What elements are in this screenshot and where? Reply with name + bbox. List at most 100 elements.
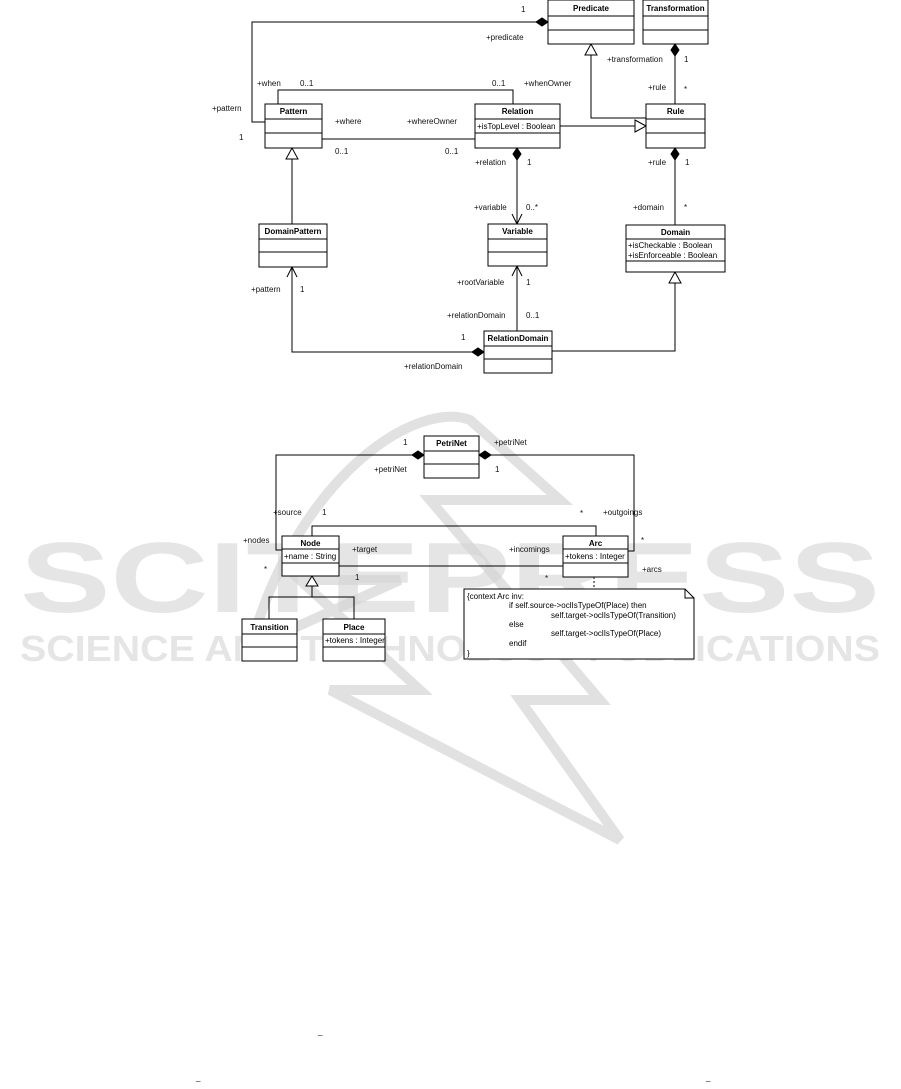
generalization-arrow-domainpattern-pattern [285, 146, 299, 160]
edge-relationdomain-domainpattern [291, 267, 472, 353]
class-domain: Domain +isCheckable : Boolean +isEnforce… [625, 224, 726, 273]
watermark: SCITEPRESS SCIENCE AND TECHNOLOGY PUBLIC… [20, 411, 880, 845]
role-relation: +relation [475, 158, 506, 167]
note-line: else [509, 620, 524, 629]
mult-where: 0..1 [335, 147, 349, 156]
class-name: Pattern [280, 107, 308, 116]
note-line: if self.source->oclIsTypeOf(Place) then [509, 601, 647, 610]
role-pattern: +pattern [212, 104, 242, 113]
class-attribute: +tokens : Integer [565, 552, 625, 561]
edge-petrinet-arcs [491, 454, 635, 552]
role-whenowner: +whenOwner [524, 79, 572, 88]
edge-when [277, 89, 514, 104]
edge-rule-predicate [590, 55, 660, 119]
generalization-arrow-relationdomain-domain [668, 270, 682, 284]
role-variable: +variable [474, 203, 507, 212]
mult-relationdomain1: 0..1 [526, 311, 540, 320]
class-node: Node +name : String [281, 535, 340, 577]
class-attribute: +name : String [284, 552, 336, 561]
edge-place-node [312, 596, 355, 619]
mult-pattern2: 1 [300, 285, 305, 294]
role-rule1: +rule [648, 83, 667, 92]
role-transformation: +transformation [607, 55, 663, 64]
class-attribute: +isCheckable : Boolean [628, 241, 712, 250]
mult-domain: * [684, 203, 687, 212]
class-name: Node [301, 539, 322, 548]
mult-variable: 0..* [526, 203, 538, 212]
class-name: RelationDomain [488, 334, 549, 343]
class-arc: Arc +tokens : Integer [562, 535, 629, 578]
role-source: +source [273, 508, 302, 517]
class-rule: Rule [645, 103, 706, 149]
diagram2-labels: 1 +petriNet +petriNet 1 +source 1 * +out… [243, 438, 662, 583]
edge-transition-node [268, 585, 313, 619]
composition-diamond-petrinet-left [411, 450, 425, 460]
class-name: Rule [667, 107, 685, 116]
edge-predicate-pattern [251, 21, 536, 123]
class-variable: Variable [487, 223, 548, 267]
generalization-arrow-rule-predicate [584, 42, 598, 56]
class-attribute: +isTopLevel : Boolean [477, 122, 556, 131]
page-mark: _ [705, 1073, 711, 1082]
mult-when: 0..1 [300, 79, 314, 88]
class-petrinet: PetriNet [423, 435, 480, 479]
class-name: Relation [502, 107, 534, 116]
class-name: Place [344, 623, 365, 632]
role-arcs: +arcs [642, 565, 662, 574]
page-mark: _ [195, 1073, 201, 1082]
ocl-note: {context Arc inv: if self.source->oclIsT… [463, 588, 695, 660]
role-pattern2: +pattern [251, 285, 281, 294]
mult-petrinet-left: 1 [403, 438, 408, 447]
class-transition: Transition [241, 618, 298, 662]
mult-rule2: 1 [685, 158, 690, 167]
class-name: Variable [502, 227, 533, 236]
composition-diamond-petrinet-right [478, 450, 492, 460]
role-nodes: +nodes [243, 536, 269, 545]
composition-diamond-predicate [535, 17, 549, 27]
note-line: {context Arc inv: [467, 592, 524, 601]
role-petrinet-left: +petriNet [374, 465, 407, 474]
mult-source: 1 [322, 508, 327, 517]
note-line: self.target->oclIsTypeOf(Place) [551, 629, 661, 638]
note-line: endif [509, 639, 527, 648]
mult-arcs: * [641, 536, 644, 545]
class-attribute: +isEnforceable : Boolean [628, 251, 717, 260]
mult-whenowner: 0..1 [492, 79, 506, 88]
watermark-small: SCIENCE AND TECHNOLOGY PUBLICATIONS [20, 628, 880, 669]
mult-outgoings: * [580, 509, 583, 518]
role-where: +where [335, 117, 362, 126]
note-line: self.target->oclIsTypeOf(Transition) [551, 611, 676, 620]
role-outgoings: +outgoings [603, 508, 642, 517]
role-rootvariable: +rootVariable [457, 278, 505, 287]
class-pattern: Pattern [264, 103, 323, 149]
class-relation: Relation +isTopLevel : Boolean [474, 103, 561, 149]
role-petrinet-right: +petriNet [494, 438, 527, 447]
class-domainpattern: DomainPattern [258, 223, 328, 268]
class-relationdomain: RelationDomain [483, 330, 553, 374]
class-name: Transition [250, 623, 288, 632]
class-name: Transformation [646, 4, 704, 13]
diagram2-edges [268, 450, 635, 619]
generalization-arrow-relation-rule [634, 119, 648, 133]
role-domain: +domain [633, 203, 664, 212]
role-relationdomain1: +relationDomain [447, 311, 505, 320]
composition-diamond-relationdomain [471, 347, 485, 357]
diagram1-edges [251, 17, 682, 357]
role-predicate: +predicate [486, 33, 524, 42]
role-incomings: +incomings [509, 545, 550, 554]
role-target: +target [352, 545, 378, 554]
mult-nodes: * [264, 565, 267, 574]
mult-rule1: * [684, 85, 687, 94]
class-attribute: +tokens : Integer [325, 636, 385, 645]
mult-predicate: 1 [521, 5, 526, 14]
page-marks: _ _ _ [195, 1027, 711, 1082]
mult-pattern: 1 [239, 133, 244, 142]
mult-target: 1 [355, 573, 360, 582]
mult-petrinet-right: 1 [495, 465, 500, 474]
class-name: PetriNet [436, 439, 467, 448]
role-whereowner: +whereOwner [407, 117, 457, 126]
composition-diamond-transformation [670, 43, 680, 57]
mult-transformation: 1 [684, 55, 689, 64]
generalization-arrow-node [305, 575, 319, 587]
mult-incomings: * [545, 574, 548, 583]
